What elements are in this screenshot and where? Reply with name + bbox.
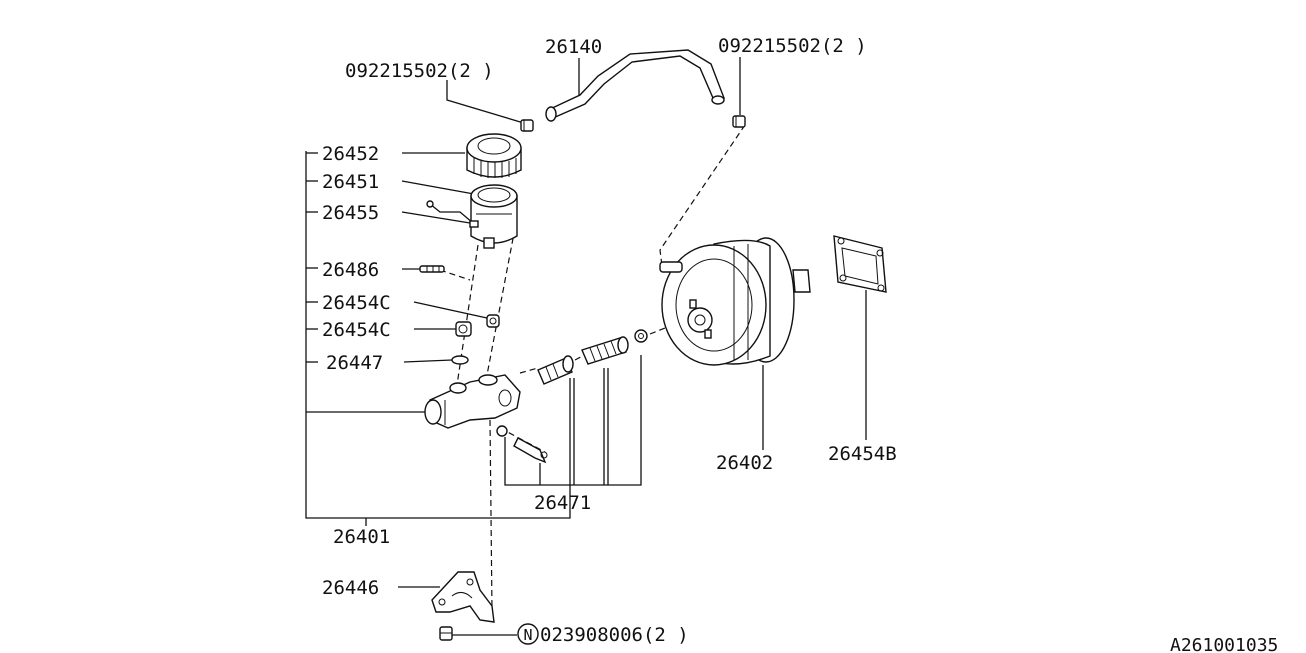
- flange-nut-part[interactable]: [439, 626, 453, 641]
- diagram-code: A261001035: [1170, 635, 1278, 653]
- label-piston-kit[interactable]: 26471: [534, 492, 591, 514]
- brake-booster-part[interactable]: [659, 237, 811, 366]
- nut-badge-letter: N: [523, 626, 532, 644]
- grommet-lower-part[interactable]: [455, 321, 472, 337]
- piston-cup-part[interactable]: [634, 329, 648, 343]
- label-seal-upper[interactable]: 26454C: [322, 292, 391, 314]
- booster-gasket-part[interactable]: [833, 235, 887, 293]
- label-bracket[interactable]: 26446: [322, 577, 379, 599]
- label-hose[interactable]: 26140: [545, 36, 602, 58]
- label-seal-lower[interactable]: 26454C: [322, 319, 391, 341]
- vacuum-hose-part[interactable]: [545, 49, 726, 122]
- label-pin[interactable]: 26486: [322, 259, 379, 281]
- label-oring[interactable]: 26447: [326, 352, 383, 374]
- hose-clamp-right[interactable]: [732, 115, 746, 128]
- group-bracket-lines: [305, 151, 571, 526]
- label-booster[interactable]: 26402: [716, 452, 773, 474]
- mounting-bracket-part[interactable]: [431, 571, 495, 623]
- label-cap[interactable]: 26452: [322, 143, 379, 165]
- hose-clamp-left[interactable]: [520, 119, 534, 132]
- label-level-sensor[interactable]: 26455: [322, 202, 379, 224]
- label-nut[interactable]: 023908006(2 ): [540, 624, 689, 646]
- part-number-labels: 092215502(2 ) 26140 092215502(2 ) 26452 …: [322, 35, 1278, 653]
- leader-lines: [398, 57, 867, 636]
- primary-piston-part[interactable]: [537, 355, 574, 385]
- reservoir-tank-part[interactable]: [470, 184, 518, 249]
- label-clamp-left[interactable]: 092215502(2 ): [345, 60, 494, 82]
- label-reservoir[interactable]: 26451: [322, 171, 379, 193]
- master-cylinder-body-part[interactable]: [424, 374, 521, 429]
- label-master-cylinder[interactable]: 26401: [333, 526, 390, 548]
- reservoir-cap-part[interactable]: [466, 133, 522, 178]
- label-gasket[interactable]: 26454B: [828, 443, 897, 465]
- oring-part[interactable]: [451, 355, 469, 365]
- nut-new-part-badge: N: [517, 623, 539, 645]
- secondary-spring-part[interactable]: [581, 336, 629, 365]
- level-sensor-part[interactable]: [426, 200, 479, 228]
- label-clamp-right[interactable]: 092215502(2 ): [718, 35, 867, 57]
- stopper-bolt-part[interactable]: [496, 425, 548, 464]
- grommet-upper-part[interactable]: [486, 314, 500, 328]
- retaining-pin-part[interactable]: [419, 265, 445, 273]
